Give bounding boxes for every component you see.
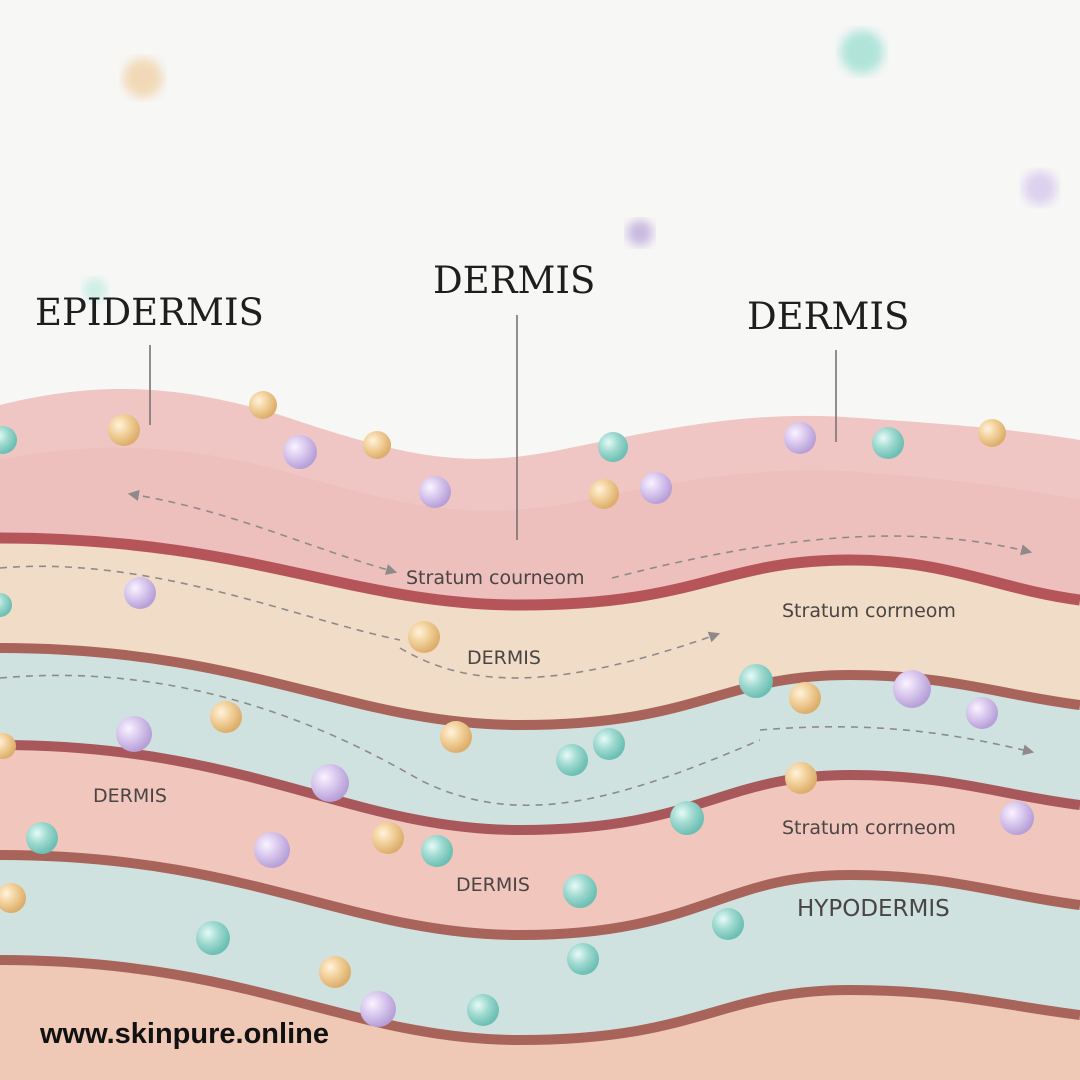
background-particles xyxy=(83,30,1057,302)
label-dermis-right: DERMIS xyxy=(747,295,909,338)
label-stratum-2: Stratum corrneom xyxy=(782,600,956,622)
label-stratum-1: Stratum courneom xyxy=(406,567,584,589)
label-epidermis: EPIDERMIS xyxy=(35,291,264,334)
label-dermis-2: DERMIS xyxy=(93,785,167,807)
website-watermark: www.skinpure.online xyxy=(40,1018,329,1050)
label-hypodermis: HYPODERMIS xyxy=(797,896,950,922)
label-dermis-center: DERMIS xyxy=(433,259,595,302)
label-dermis-1: DERMIS xyxy=(467,647,541,669)
leader-lines xyxy=(149,315,837,540)
label-stratum-3: Stratum corrneom xyxy=(782,817,956,839)
molecule-bubbles xyxy=(0,391,1034,1027)
flow-arrows xyxy=(0,489,1035,807)
peach-layer xyxy=(0,960,1080,1080)
label-dermis-3: DERMIS xyxy=(456,874,530,896)
layer-boundaries xyxy=(0,532,1080,1046)
